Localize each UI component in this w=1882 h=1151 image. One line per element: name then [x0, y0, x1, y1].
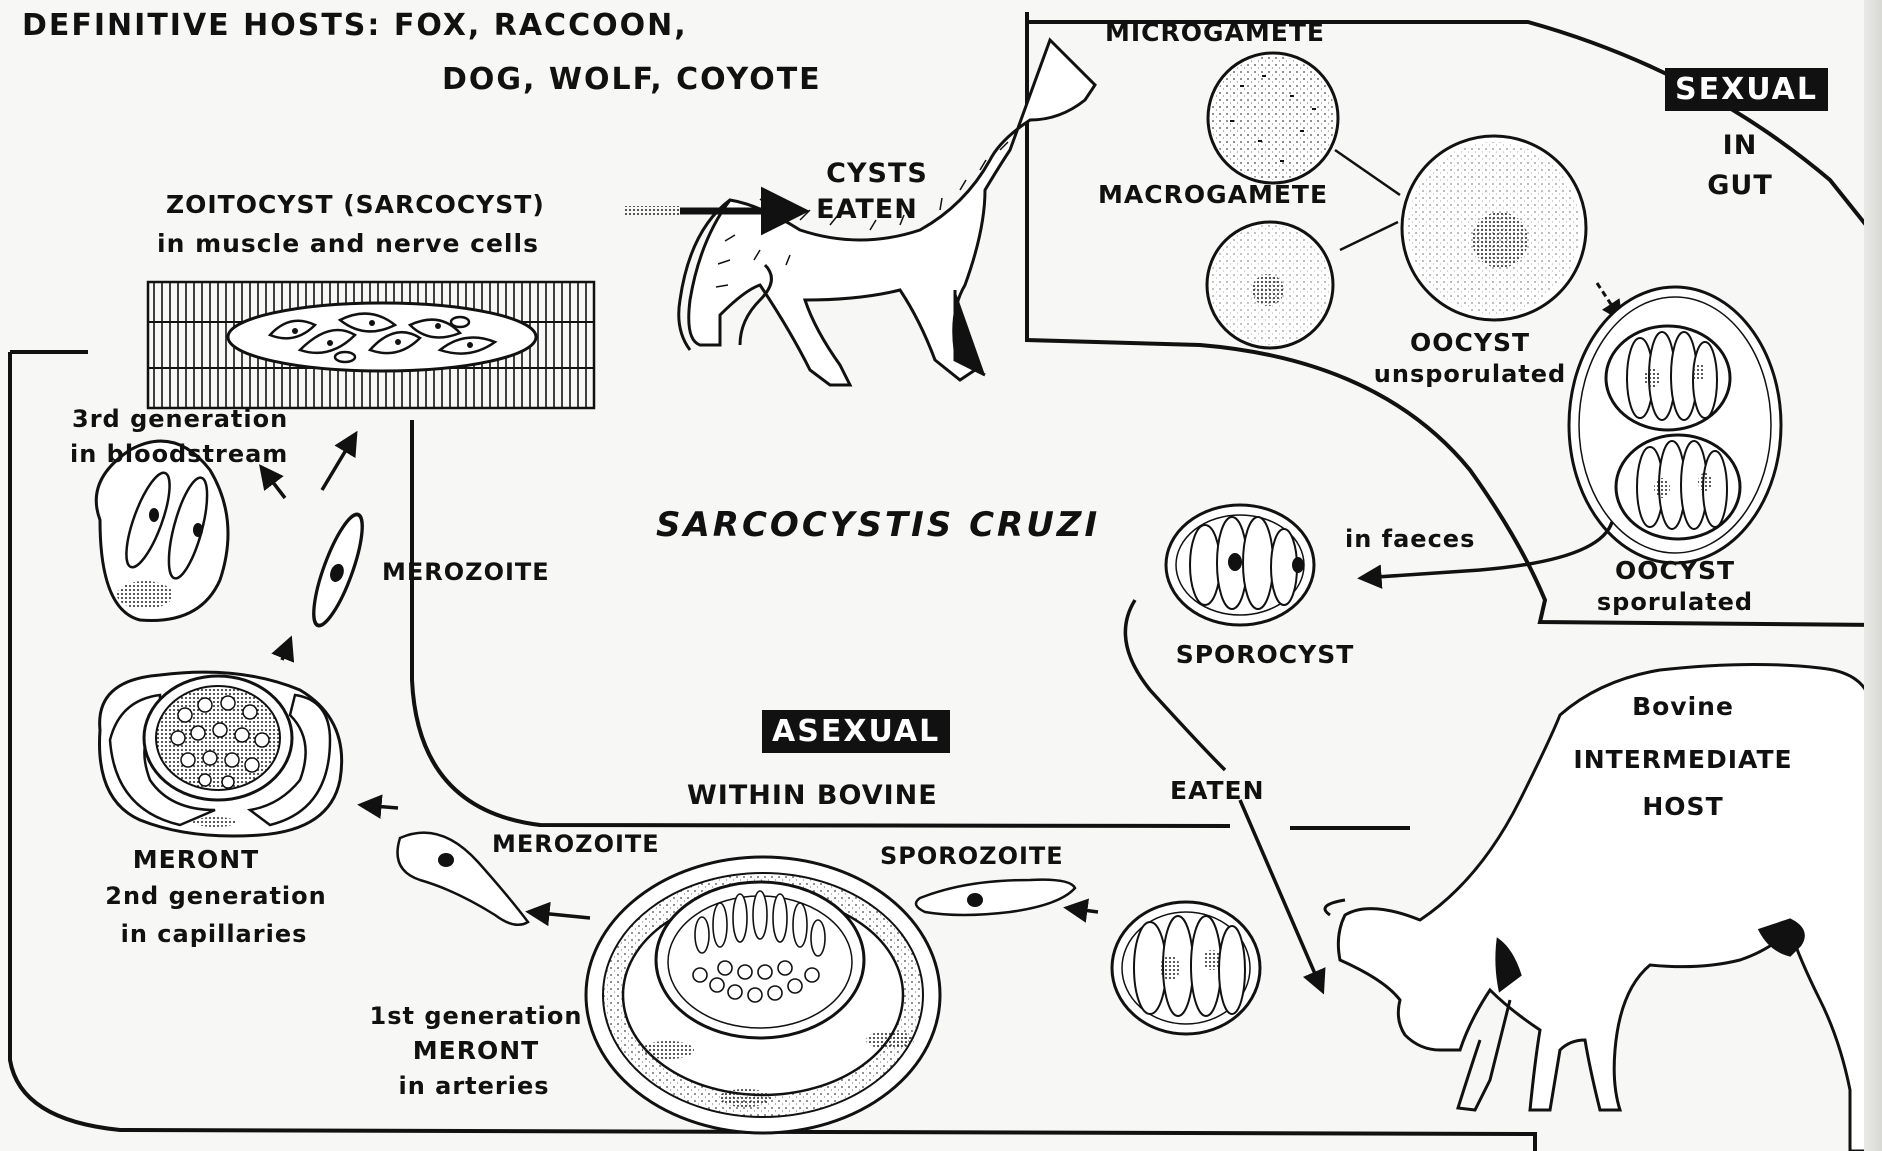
asexual-phase-location: WITHIN BOVINE [687, 780, 938, 811]
merozoite-bottom-label: MEROZOITE [492, 830, 660, 858]
zoitocyst-label: ZOITOCYST (SARCOCYST) [166, 190, 545, 219]
meront-second-label: MERONT [133, 845, 259, 874]
eaten-label: EATEN [1170, 776, 1265, 805]
bovine-label: Bovine [1632, 692, 1734, 721]
oocyst-unsporulated-label: OOCYST [1410, 328, 1530, 357]
sexual-phase-location-2: GUT [1707, 170, 1773, 201]
scanned-page-edge [1864, 0, 1882, 1151]
meront-first-generation: 1st generation [370, 1002, 583, 1030]
asexual-phase-badge: ASEXUAL [762, 710, 950, 753]
diagram-title: SARCOCYSTIS CRUZI [656, 505, 1100, 545]
gamete-connector-2 [1340, 222, 1398, 250]
sporocyst-label: SPOROCYST [1176, 640, 1355, 669]
merozoite-to-bloodstream-arrow [262, 468, 285, 498]
oocyst-sporulated-sublabel: sporulated [1597, 588, 1753, 616]
meront-second-generation-drawing [100, 672, 342, 836]
macrogamete-label: MACROGAMETE [1098, 180, 1328, 209]
merozoite-top-label: MEROZOITE [382, 558, 550, 586]
zoitocyst-location-label: in muscle and nerve cells [157, 229, 539, 258]
oocyst-sporulated-label: OOCYST [1615, 556, 1735, 585]
sporocyst-ingested-drawing [1112, 902, 1260, 1034]
muscle-tissue-with-zoitocyst [148, 282, 594, 408]
oocyst-unsporulated-drawing [1402, 136, 1586, 320]
gamete-connector-1 [1335, 150, 1400, 195]
merozoite-top-drawing [304, 510, 371, 630]
definitive-hosts-title: DEFINITIVE HOSTS: FOX, RACCOON, [22, 8, 688, 43]
sporozoite-label: SPOROZOITE [880, 842, 1064, 870]
intermediate-host-label: INTERMEDIATE [1573, 745, 1792, 774]
cysts-eaten-label-2: EATEN [816, 194, 918, 225]
microgamete-label: MICROGAMETE [1105, 18, 1325, 47]
macrogamete-drawing [1207, 222, 1333, 348]
third-generation-location: in bloodstream [70, 440, 288, 468]
definitive-hosts-list: DOG, WOLF, COYOTE [442, 62, 822, 97]
oocyst-unsporulated-sublabel: unsporulated [1374, 360, 1566, 388]
meront-first-generation-drawing [586, 857, 940, 1133]
microgamete-drawing [1208, 53, 1338, 183]
meront-first-location: in arteries [398, 1072, 549, 1100]
cow-grazing-icon [1325, 664, 1882, 1151]
sporocyst-drawing [1166, 505, 1314, 625]
faeces-to-ground-curve [1125, 600, 1225, 770]
third-generation-label: 3rd generation [72, 405, 288, 433]
cysts-eaten-label-1: CYSTS [826, 158, 928, 189]
meront-second-generation: 2nd generation [105, 882, 326, 910]
oocyst-sporulated-drawing [1569, 287, 1781, 563]
sexual-phase-badge: SEXUAL [1665, 68, 1828, 111]
meront-second-location: in capillaries [121, 920, 308, 948]
sporozoite-drawing [916, 880, 1075, 915]
meront-first-label: MERONT [413, 1036, 539, 1065]
in-faeces-label: in faeces [1345, 525, 1475, 553]
cysts-eaten-arrow [625, 206, 800, 216]
sexual-phase-location-1: IN [1723, 130, 1758, 161]
host-label: HOST [1642, 792, 1723, 821]
